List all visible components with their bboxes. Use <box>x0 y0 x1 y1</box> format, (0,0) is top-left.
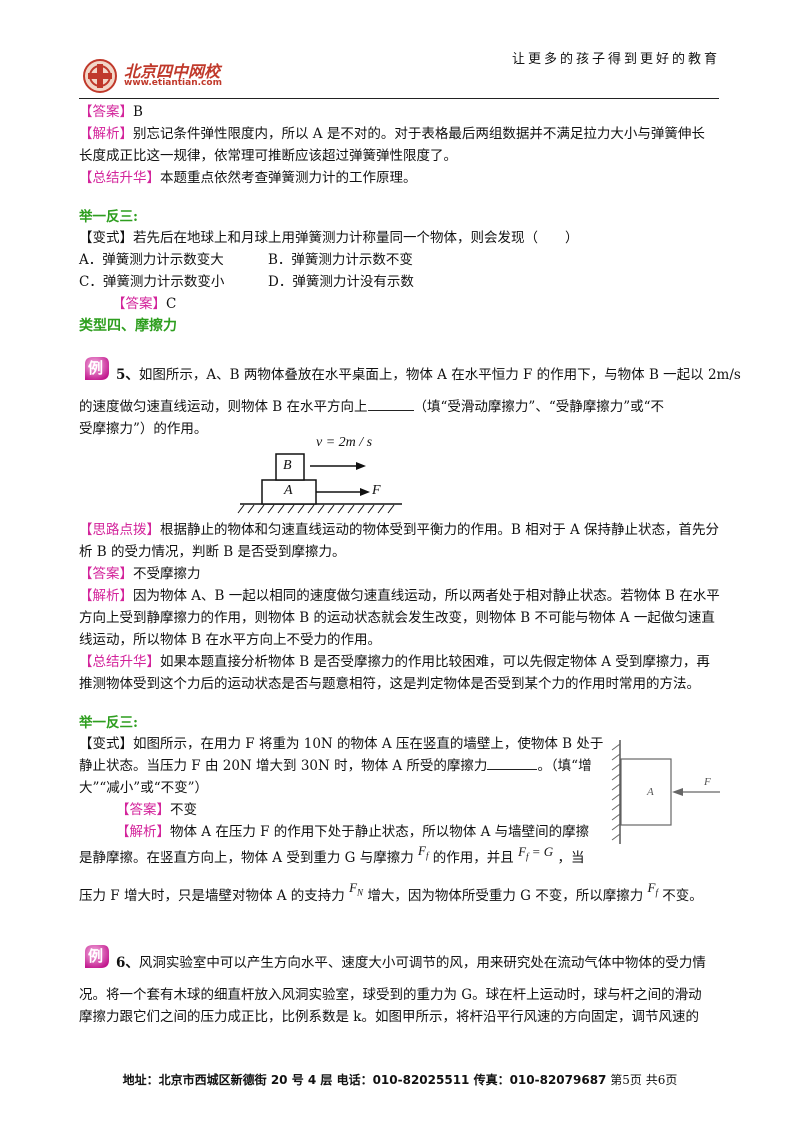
summary-line: 【总结升华】本题重点依然考查弹簧测力计的工作原理。 <box>79 168 417 188</box>
normal-force-symbol: FN <box>349 880 364 898</box>
analysis-text-3c: 不变。 <box>662 888 703 904</box>
answer-blank <box>487 757 538 770</box>
ex5-analysis-1: 【解析】因为物体 A、B 一起以相同的速度做匀速直线运动，所以两者处于相对静止状… <box>79 586 720 606</box>
ex6-number: 6、 <box>116 955 139 971</box>
wall-block <box>620 758 672 826</box>
footer-page: 第5页 共6页 <box>610 1073 678 1087</box>
answer-blank <box>367 398 414 411</box>
force-label: F <box>372 483 381 498</box>
answer-value: 不受摩擦力 <box>133 566 201 582</box>
variant2-analysis-2: 是静摩擦。在竖直方向上，物体 A 受到重力 G 与摩擦力 Ff 的作用，并且 F… <box>79 843 585 873</box>
analysis-text-2b: 的作用，并且 <box>432 850 514 866</box>
example-badge-label: 例 <box>88 359 104 377</box>
variant2-line-3: 大”“减小”或“不变”） <box>79 780 209 796</box>
variant2-answer: 【答案】不变 <box>116 800 197 820</box>
ex5-line-2: 的速度做匀速直线运动，则物体 B 在水平方向上 （填“受滑动摩擦力”、“受静摩擦力… <box>79 397 664 417</box>
block-a <box>261 479 317 505</box>
example-badge-icon <box>85 357 109 380</box>
ex5-line-3: 受摩擦力”）的作用。 <box>79 421 208 437</box>
analysis-text: 别忘记条件弹性限度内，所以 A 是不对的。对于表格最后两组数据并不满足拉力大小与… <box>133 126 705 142</box>
analysis-text-3a: 压力 F 增大时，只是墙壁对物体 A 的支持力 <box>79 888 345 904</box>
analysis-tag: 【解析】 <box>79 588 133 604</box>
option-b: B．弹簧测力计示数不变 <box>268 252 413 268</box>
example-badge-label: 例 <box>88 947 104 965</box>
variant2-text-2b: 。（填“增 <box>537 758 592 774</box>
friction-symbol: Ff <box>418 843 429 861</box>
variant2-text-2a: 静止状态。当压力 F 由 20N 增大到 30N 时，物体 A 所受的摩擦力 <box>79 758 488 774</box>
wall-figure <box>611 740 720 844</box>
analysis-text-2c: ，当 <box>557 850 585 866</box>
page-footer: 地址：北京市西城区新德街 20 号 4 层 电话：010-82025511 传真… <box>0 1071 800 1088</box>
option-c: C．弹簧测力计示数变小 <box>79 274 225 290</box>
block-b <box>275 453 305 481</box>
variant2-line-2: 静止状态。当压力 F 由 20N 增大到 30N 时，物体 A 所受的摩擦力 。（… <box>79 756 592 776</box>
ex5-text-1: 如图所示，A、B 两物体叠放在水平桌面上，物体 A 在水平恒力 F 的作用下，与… <box>138 367 741 383</box>
ex5-analysis-3: 线运动，所以物体 B 在水平方向上不受力的作用。 <box>79 632 382 648</box>
velocity-label: v = 2m / s <box>316 435 373 450</box>
answer-line-2: 【答案】C <box>112 294 176 314</box>
option-a: A．弹簧测力计示数变大 <box>79 252 224 268</box>
answer-tag: 【答案】 <box>116 802 170 818</box>
hint-line-1: 【思路点拨】根据静止的物体和匀速直线运动的物体受到平衡力的作用。B 相对于 A … <box>79 520 719 540</box>
logo-name: 北京四中网校 <box>124 62 221 81</box>
analysis-tag: 【解析】 <box>116 824 170 840</box>
section-heading: 举一反三: <box>79 715 138 731</box>
footer-address: 地址：北京市西城区新德街 20 号 4 层 电话：010-82025511 传真… <box>122 1073 607 1087</box>
example-badge-icon <box>85 945 109 968</box>
logo-url: www.etiantian.com <box>124 78 222 88</box>
friction-equation: Ff = G <box>518 844 554 862</box>
analysis-text-1: 物体 A 在压力 F 的作用下处于静止状态，所以物体 A 与墙壁间的摩擦 <box>170 824 590 840</box>
ex5-analysis-2: 方向上受到静摩擦力的作用，则物体 B 的运动状态就会发生改变，则物体 B 不可能… <box>79 610 715 626</box>
logo-emblem-icon <box>83 59 117 93</box>
ex5-answer: 【答案】不受摩擦力 <box>79 564 201 584</box>
answer-tag: 【答案】 <box>79 566 133 582</box>
summary-tag: 【总结升华】 <box>79 170 160 186</box>
block-b-label: B <box>283 458 292 473</box>
answer-tag: 【答案】 <box>79 104 133 120</box>
friction-symbol: Ff <box>647 880 658 898</box>
type-heading: 类型四、摩擦力 <box>79 318 177 334</box>
section-heading: 举一反三: <box>79 209 138 225</box>
header-divider <box>79 98 719 99</box>
ex5-text-2b: （填“受滑动摩擦力”、“受静摩擦力”或“不 <box>413 399 665 415</box>
hint-text-1: 根据静止的物体和匀速直线运动的物体受到平衡力的作用。B 相对于 A 保持静止状态… <box>160 522 720 538</box>
analysis-tag: 【解析】 <box>79 126 133 142</box>
answer-line-1: 【答案】B <box>79 102 143 122</box>
summary-text: 本题重点依然考查弹簧测力计的工作原理。 <box>160 170 417 186</box>
option-d: D．弹簧测力计没有示数 <box>268 274 414 290</box>
answer-value: C <box>166 296 177 312</box>
ex5-line-1: 5、如图所示，A、B 两物体叠放在水平桌面上，物体 A 在水平恒力 F 的作用下… <box>116 365 741 385</box>
answer-value: 不变 <box>170 802 197 818</box>
hint-tag: 【思路点拨】 <box>79 522 160 538</box>
ex5-text-2a: 的速度做匀速直线运动，则物体 B 在水平方向上 <box>79 399 368 415</box>
variant2-analysis-3: 压力 F 增大时，只是墙壁对物体 A 的支持力 FN 增大，因为物体所受重力 G… <box>79 880 703 911</box>
ex6-line-1: 6、风洞实验室中可以产生方向水平、速度大小可调节的风，用来研究处在流动气体中物体… <box>116 953 706 973</box>
variant2-analysis-1: 【解析】物体 A 在压力 F 的作用下处于静止状态，所以物体 A 与墙壁间的摩擦 <box>116 822 589 842</box>
ex5-summary-1: 【总结升华】如果本题直接分析物体 B 是否受摩擦力的作用比较困难，可以先假定物体… <box>79 652 710 672</box>
logo: 北京四中网校 www.etiantian.com <box>80 56 250 96</box>
analysis-text-1: 因为物体 A、B 一起以相同的速度做匀速直线运动，所以两者处于相对静止状态。若物… <box>133 588 720 604</box>
summary-text-1: 如果本题直接分析物体 B 是否受摩擦力的作用比较困难，可以先假定物体 A 受到摩… <box>160 654 710 670</box>
ex5-number: 5、 <box>116 367 139 383</box>
wall-block-label: A <box>647 786 654 798</box>
ex6-text-1: 风洞实验室中可以产生方向水平、速度大小可调节的风，用来研究处在流动气体中物体的受… <box>138 955 706 971</box>
ex6-line-3: 摩擦力跟它们之间的压力成正比，比例系数是 k。如图甲所示，将杆沿平行风速的方向固… <box>79 1009 699 1025</box>
block-a-label: A <box>284 483 293 498</box>
analysis-text-2a: 是静摩擦。在竖直方向上，物体 A 受到重力 G 与摩擦力 <box>79 850 414 866</box>
summary-tag: 【总结升华】 <box>79 654 160 670</box>
blocks-figure <box>237 453 402 514</box>
analysis-text-3b: 增大，因为物体所受重力 G 不变，所以摩擦力 <box>367 888 644 904</box>
ex6-line-2: 况。将一个套有木球的细直杆放入风洞实验室，球受到的重力为 G。球在杆上运动时，球… <box>79 987 702 1003</box>
analysis-line-1: 【解析】别忘记条件弹性限度内，所以 A 是不对的。对于表格最后两组数据并不满足拉… <box>79 124 705 144</box>
answer-value: B <box>133 104 143 120</box>
ex5-summary-2: 推测物体受到这个力后的运动状态是否与题意相符，这是判定物体是否受到某个力的作用时… <box>79 676 700 692</box>
header-slogan: 让更多的孩子得到更好的教育 <box>511 52 720 67</box>
hint-line-2: 析 B 的受力情况，判断 B 是否受到摩擦力。 <box>79 544 346 560</box>
answer-tag: 【答案】 <box>112 296 166 312</box>
variant2-line-1: 【变式】如图所示，在用力 F 将重为 10N 的物体 A 压在竖直的墙壁上，使物… <box>79 736 604 752</box>
variant-question: 【变式】若先后在地球上和月球上用弹簧测力计称量同一个物体，则会发现（ ） <box>79 230 579 246</box>
analysis-line-2: 长度成正比这一规律，依常理可推断应该超过弹簧弹性限度了。 <box>79 148 457 164</box>
wall-force-label: F <box>704 776 711 788</box>
